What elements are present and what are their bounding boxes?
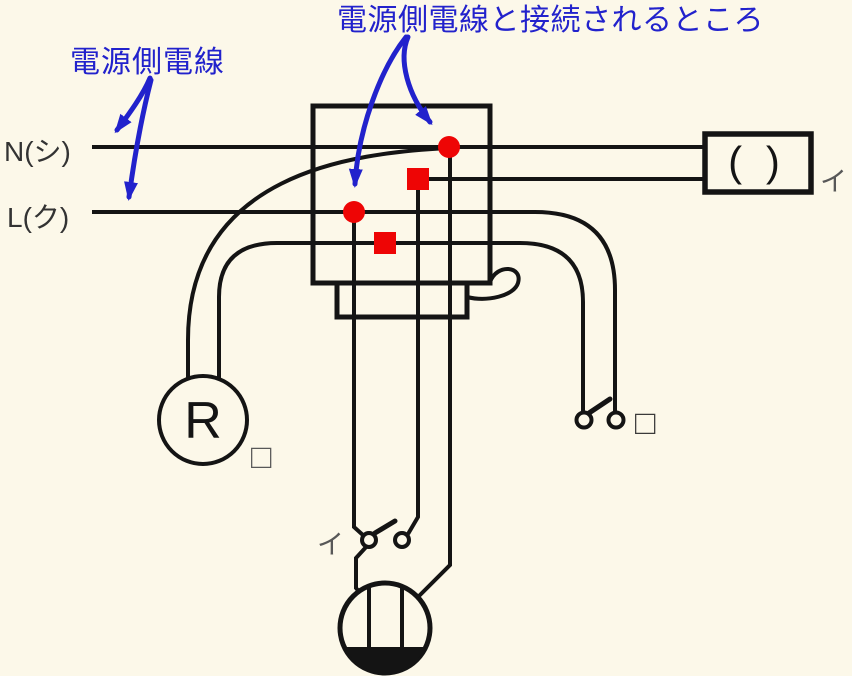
receptacle-answer-box: □ — [251, 438, 272, 476]
live-line-label: L(ク) — [7, 202, 69, 233]
connection-square-upper — [407, 168, 429, 190]
pilot-lamp-circuit-label: イ — [820, 167, 847, 197]
right-switch-answer-box: □ — [635, 404, 656, 442]
wire-slack-loop — [466, 267, 521, 301]
pilot-lamp-symbol: ( ) — [728, 138, 786, 185]
ceiling-light — [337, 580, 433, 676]
wire-neutral-to-ceiling-light — [415, 147, 452, 600]
switch-blade — [372, 518, 398, 536]
neutral-line-label: N(シ) — [4, 136, 71, 167]
arrow-top-to-live-dot — [348, 34, 409, 188]
wire-live-to-right-switch — [92, 210, 617, 413]
arrow-left-to-live-line — [124, 77, 154, 201]
wires — [92, 145, 705, 600]
bottom-switch — [360, 518, 411, 549]
annotation-arrows — [114, 34, 433, 201]
connection-square-lower — [374, 232, 396, 254]
power-connection-dot-neutral — [438, 136, 460, 158]
switch-contact-circle — [360, 531, 378, 549]
left-annotation-label: 電源側電線 — [70, 46, 225, 79]
receptacle-circle — [157, 374, 249, 466]
junction-box-neck — [334, 280, 470, 320]
ceiling-light-base-fill — [344, 647, 426, 673]
switch-contact-circle — [393, 531, 411, 549]
bottom-switch-circuit-label: イ — [317, 530, 344, 560]
right-switch — [574, 396, 626, 430]
pilot-lamp-box — [702, 131, 814, 195]
switch-contact-circle — [574, 410, 594, 430]
top-annotation-label: 電源側電線と接続されるところ — [337, 4, 764, 37]
junction-box — [310, 103, 493, 286]
wire-receptacle-return — [217, 241, 585, 413]
wire-live-to-bottom-switch — [352, 212, 366, 538]
switch-contact-circle — [606, 410, 626, 430]
switch-blade — [586, 396, 613, 416]
receptacle-letter: R — [184, 392, 222, 450]
wire-square-to-bottom-switch — [406, 179, 420, 536]
wire-neutral-to-receptacle — [186, 146, 450, 379]
arrow-top-to-neutral-dot — [401, 34, 433, 126]
power-connection-dot-live — [343, 201, 365, 223]
